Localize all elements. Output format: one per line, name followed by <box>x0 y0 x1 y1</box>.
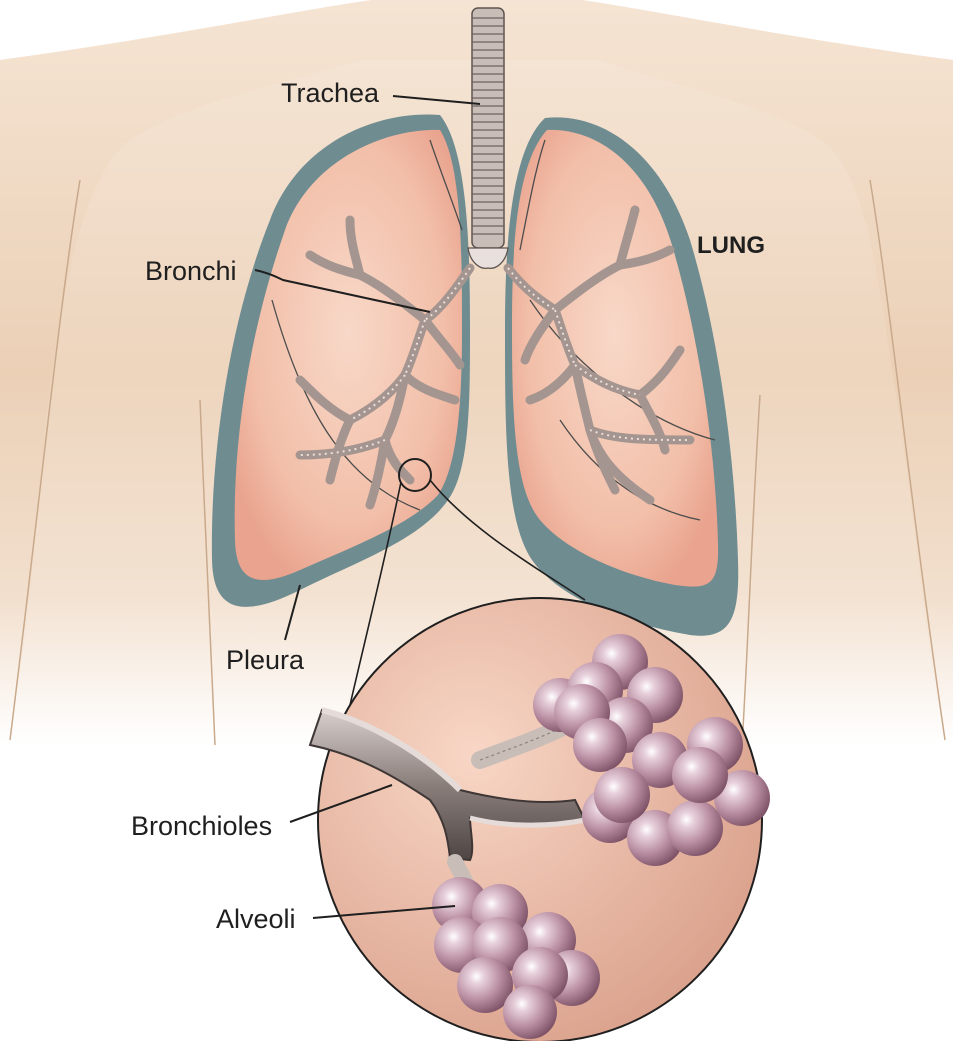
trachea-tube <box>468 8 508 268</box>
bronchi-label: Bronchi <box>145 258 237 285</box>
bronchioles-label: Bronchioles <box>131 813 272 840</box>
alveoli-label: Alveoli <box>216 906 296 933</box>
trachea-label: Trachea <box>281 80 379 107</box>
pleura-label: Pleura <box>226 647 304 674</box>
lung-label: LUNG <box>697 234 765 258</box>
